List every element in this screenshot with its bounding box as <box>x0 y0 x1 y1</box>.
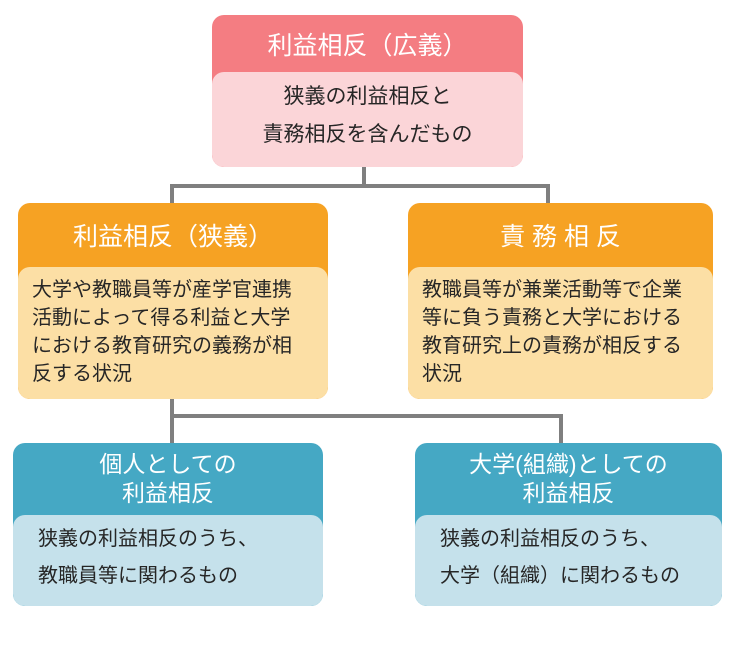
connector-level1-horizontal <box>170 184 550 188</box>
node-individual-coi-title: 個人としての 利益相反 <box>99 451 237 506</box>
node-conflict-of-commitment: 責 務 相 反 教職員等が兼業活動等で企業 等に負う責務と大学における 教育研究… <box>408 203 713 399</box>
node-individual-coi-description: 狭義の利益相反のうち、 教職員等に関わるもの <box>13 515 323 606</box>
node-organizational-coi: 大学(組織)としての 利益相反 狭義の利益相反のうち、 大学（組織）に関わるもの <box>415 443 722 606</box>
connector-level2-right-drop <box>559 414 563 444</box>
node-conflict-of-commitment-description: 教職員等が兼業活動等で企業 等に負う責務と大学における 教育研究上の責務が相反す… <box>408 267 713 399</box>
node-conflict-narrow-title: 利益相反（狭義） <box>72 223 273 251</box>
connector-level1-right-drop <box>546 184 550 204</box>
node-conflict-narrow-description: 大学や教職員等が産学官連携 活動によって得る利益と大学 における教育研究の義務が… <box>18 267 328 399</box>
node-organizational-coi-title: 大学(組織)としての 利益相反 <box>469 451 668 506</box>
connector-level2-horizontal <box>170 414 563 418</box>
node-conflict-of-commitment-title: 責 務 相 反 <box>500 223 621 251</box>
node-conflict-broad-description: 狭義の利益相反と 責務相反を含んだもの <box>212 72 523 167</box>
node-conflict-narrow: 利益相反（狭義） 大学や教職員等が産学官連携 活動によって得る利益と大学 におけ… <box>18 203 328 399</box>
node-organizational-coi-description: 狭義の利益相反のうち、 大学（組織）に関わるもの <box>415 515 722 606</box>
node-conflict-broad-title: 利益相反（広義） <box>267 31 468 60</box>
connector-narrow-stem <box>170 398 174 444</box>
node-conflict-broad: 利益相反（広義） 狭義の利益相反と 責務相反を含んだもの <box>212 15 523 167</box>
connector-root-stem <box>362 166 366 188</box>
node-individual-coi: 個人としての 利益相反 狭義の利益相反のうち、 教職員等に関わるもの <box>13 443 323 606</box>
connector-level1-left-drop <box>170 184 174 204</box>
